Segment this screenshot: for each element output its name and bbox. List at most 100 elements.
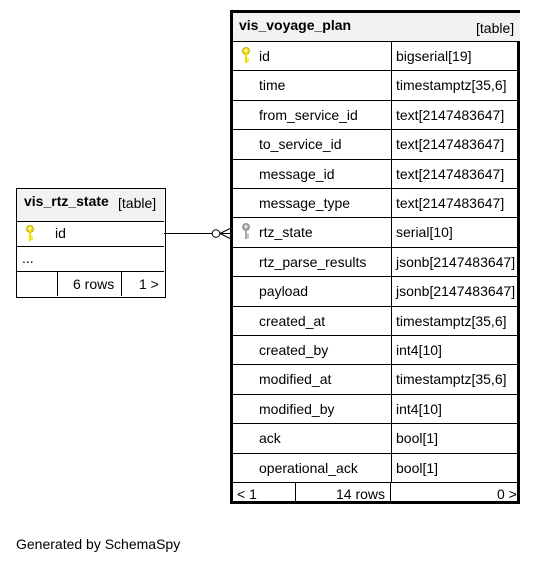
divider bbox=[233, 335, 520, 336]
table-header bbox=[17, 189, 164, 222]
divider bbox=[233, 306, 520, 307]
column-row[interactable]: created_at timestamptz[35,6] bbox=[233, 306, 520, 335]
table-vis-voyage-plan[interactable] bbox=[230, 10, 520, 504]
divider bbox=[233, 453, 520, 454]
table-header bbox=[233, 13, 520, 41]
divider bbox=[17, 271, 164, 272]
divider bbox=[391, 335, 392, 364]
column-type: timestamptz[35,6] bbox=[396, 77, 507, 93]
column-type: text[2147483647] bbox=[396, 166, 505, 182]
foreign-key-icon bbox=[242, 223, 250, 240]
column-name: created_by bbox=[259, 342, 329, 358]
more-columns: ... bbox=[22, 250, 34, 266]
divider bbox=[391, 394, 392, 423]
divider bbox=[17, 221, 164, 222]
divider bbox=[391, 247, 392, 276]
column-name: id bbox=[259, 48, 270, 64]
divider bbox=[391, 41, 392, 70]
column-row[interactable]: message_id text[2147483647] bbox=[233, 159, 520, 188]
column-type: int4[10] bbox=[396, 342, 442, 358]
divider bbox=[391, 276, 392, 306]
parents-link[interactable]: < 1 bbox=[237, 486, 257, 502]
column-row[interactable]: time timestamptz[35,6] bbox=[233, 70, 520, 100]
column-name: message_id bbox=[259, 166, 335, 182]
column-row[interactable]: rtz_parse_results jsonb[2147483647] bbox=[233, 247, 520, 276]
table-name: vis_rtz_state bbox=[24, 193, 109, 209]
column-name: ack bbox=[259, 430, 281, 446]
column-name: operational_ack bbox=[259, 460, 358, 476]
divider bbox=[233, 129, 520, 130]
divider bbox=[391, 188, 392, 217]
column-type: int4[10] bbox=[396, 401, 442, 417]
divider bbox=[391, 453, 392, 482]
column-type: timestamptz[35,6] bbox=[396, 371, 507, 387]
children-link[interactable]: 0 > bbox=[497, 486, 517, 502]
divider bbox=[391, 217, 392, 247]
divider bbox=[295, 482, 296, 504]
column-row[interactable]: modified_by int4[10] bbox=[233, 394, 520, 423]
divider bbox=[233, 41, 520, 42]
divider bbox=[391, 100, 392, 129]
divider bbox=[233, 276, 520, 277]
table-kind: [table] bbox=[118, 195, 157, 211]
column-type: serial[10] bbox=[396, 224, 453, 240]
column-row[interactable]: operational_ack bool[1] bbox=[233, 453, 520, 482]
table-name: vis_voyage_plan bbox=[239, 17, 352, 33]
divider bbox=[121, 271, 122, 296]
column-type: bool[1] bbox=[396, 430, 439, 446]
primary-key-icon bbox=[242, 47, 250, 64]
column-name: payload bbox=[259, 283, 309, 299]
column-type: jsonb[2147483647] bbox=[396, 254, 516, 270]
divider bbox=[233, 423, 520, 424]
column-type: timestamptz[35,6] bbox=[396, 313, 507, 329]
divider bbox=[391, 423, 392, 453]
divider bbox=[391, 306, 392, 335]
column-row[interactable]: created_by int4[10] bbox=[233, 335, 520, 364]
divider bbox=[390, 482, 391, 504]
column-row[interactable]: id bbox=[17, 222, 164, 246]
divider bbox=[17, 246, 164, 247]
divider bbox=[233, 394, 520, 395]
divider bbox=[391, 129, 392, 159]
column-row[interactable]: ack bool[1] bbox=[233, 423, 520, 453]
column-type: bool[1] bbox=[396, 460, 439, 476]
generated-by-label: Generated by SchemaSpy bbox=[16, 536, 181, 552]
divider bbox=[391, 364, 392, 394]
column-name: rtz_state bbox=[259, 224, 313, 240]
column-type: jsonb[2147483647] bbox=[396, 283, 516, 299]
table-kind: [table] bbox=[476, 20, 515, 36]
divider bbox=[233, 100, 520, 101]
divider bbox=[233, 364, 520, 365]
row-count: 14 rows bbox=[336, 486, 386, 502]
column-row[interactable]: to_service_id text[2147483647] bbox=[233, 129, 520, 159]
divider bbox=[233, 247, 520, 248]
column-name: rtz_parse_results bbox=[259, 254, 367, 270]
column-name: to_service_id bbox=[259, 136, 342, 152]
column-name: from_service_id bbox=[259, 107, 358, 123]
relationship-line bbox=[164, 227, 232, 240]
column-row[interactable]: payload jsonb[2147483647] bbox=[233, 276, 520, 306]
column-type: text[2147483647] bbox=[396, 107, 505, 123]
column-type: text[2147483647] bbox=[396, 136, 505, 152]
column-type: bigserial[19] bbox=[396, 48, 472, 64]
divider bbox=[233, 159, 520, 160]
primary-key-icon bbox=[26, 225, 34, 242]
column-name: time bbox=[259, 77, 286, 93]
column-row[interactable]: id bigserial[19] bbox=[233, 41, 520, 70]
column-row[interactable]: rtz_state serial[10] bbox=[233, 217, 520, 247]
divider bbox=[391, 70, 392, 100]
divider bbox=[233, 217, 520, 218]
column-name: message_type bbox=[259, 195, 351, 211]
divider bbox=[233, 482, 520, 483]
column-name: created_at bbox=[259, 313, 326, 329]
column-row[interactable]: from_service_id text[2147483647] bbox=[233, 100, 520, 129]
divider bbox=[233, 70, 520, 71]
row-count: 6 rows bbox=[73, 276, 115, 292]
divider bbox=[391, 159, 392, 188]
children-link[interactable]: 1 > bbox=[139, 276, 159, 292]
column-name: modified_by bbox=[259, 401, 335, 417]
divider bbox=[233, 188, 520, 189]
column-name: id bbox=[55, 225, 66, 241]
